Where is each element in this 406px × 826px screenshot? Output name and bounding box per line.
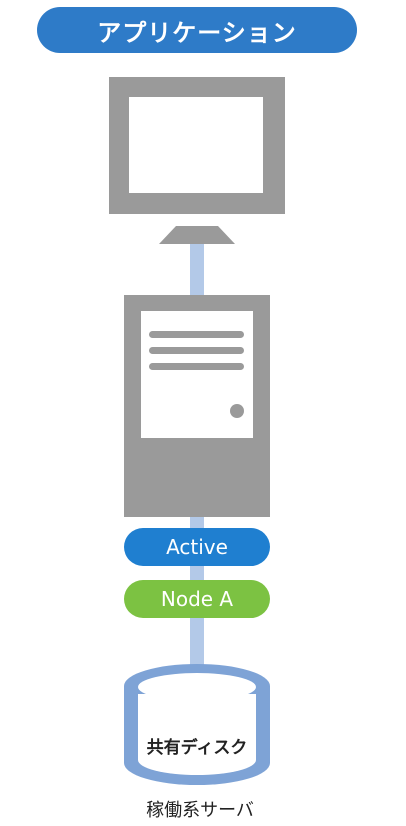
server-power-button xyxy=(230,404,244,418)
server-slot-2 xyxy=(149,347,244,354)
monitor-stand xyxy=(159,226,235,244)
server-caption: 稼働系サーバ xyxy=(146,800,254,821)
server-slot-1 xyxy=(149,331,244,338)
shared-disk-label: 共有ディスク xyxy=(146,738,248,758)
disk-body-inner xyxy=(138,694,256,775)
server-front-panel xyxy=(141,311,253,438)
disk-top-inner xyxy=(138,673,256,701)
monitor-screen xyxy=(129,97,263,193)
application-pill: アプリケーション xyxy=(37,7,357,53)
node-badge: Node A xyxy=(124,580,270,618)
server-slot-3 xyxy=(149,363,244,370)
status-badge-active: Active xyxy=(124,528,270,566)
